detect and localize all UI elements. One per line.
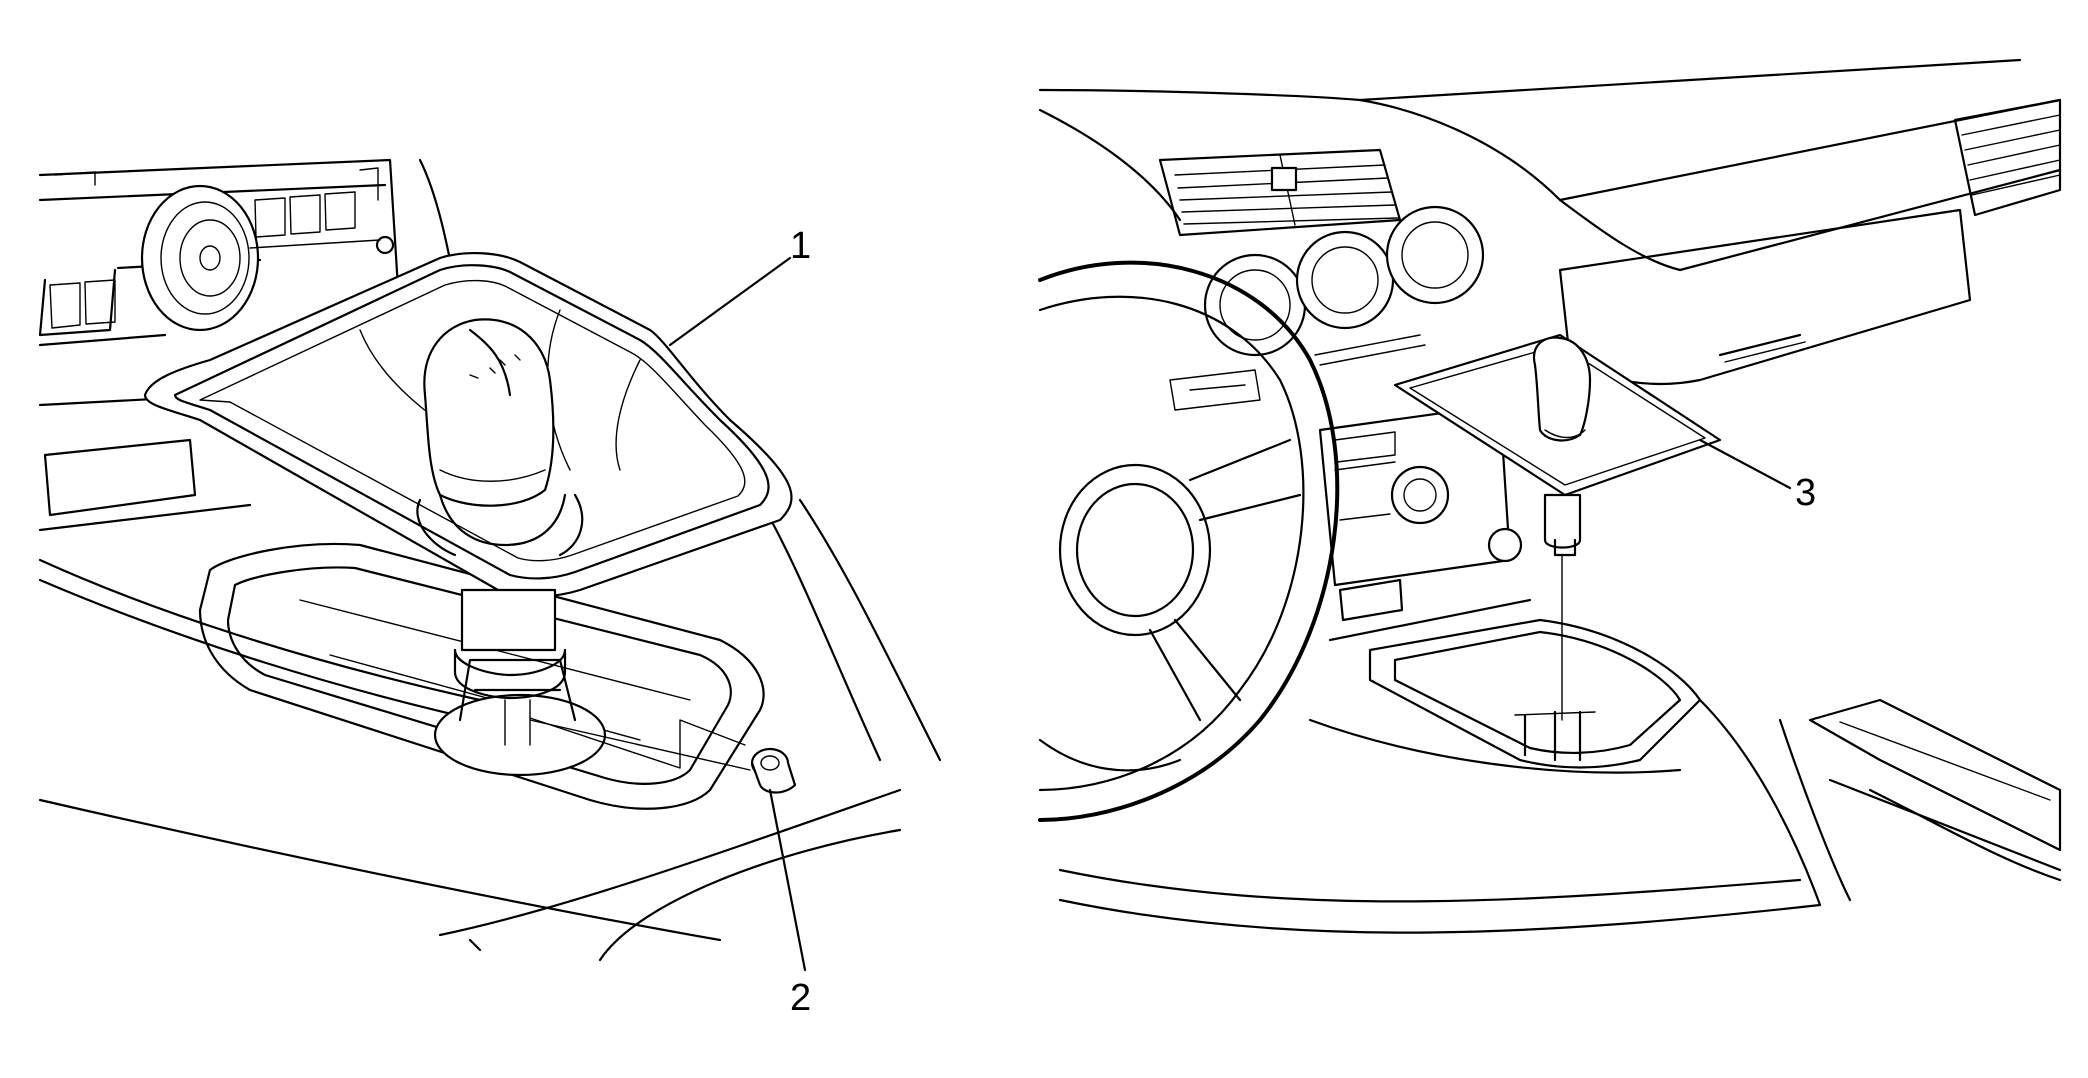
left-shifter-opening bbox=[198, 542, 765, 810]
callout-2-label: 2 bbox=[790, 977, 811, 1019]
callout-2: 2 bbox=[768, 788, 811, 1019]
callout-2-leader bbox=[768, 788, 807, 972]
callout-3: 3 bbox=[1698, 438, 1816, 514]
left-console-body bbox=[38, 158, 942, 962]
right-steering-wheel bbox=[1038, 260, 1340, 822]
callout-3-label: 3 bbox=[1795, 472, 1816, 514]
callout-1-leader bbox=[668, 256, 792, 347]
right-dashboard bbox=[1038, 58, 2062, 386]
right-shift-boot-trim-plate bbox=[1393, 333, 1722, 721]
left-retaining-nut bbox=[529, 717, 797, 794]
right-center-stack bbox=[1318, 403, 1532, 642]
right-view-interior-overview: 3 bbox=[1038, 58, 2062, 934]
callout-1-label: 1 bbox=[790, 225, 811, 267]
left-view-shift-boot-removal: 1 2 bbox=[38, 158, 942, 1019]
callout-3-leader bbox=[1698, 438, 1792, 490]
left-radio-panel bbox=[38, 158, 402, 532]
right-console bbox=[1058, 618, 2062, 934]
left-shift-knob bbox=[416, 318, 584, 700]
callout-1: 1 bbox=[668, 225, 811, 347]
